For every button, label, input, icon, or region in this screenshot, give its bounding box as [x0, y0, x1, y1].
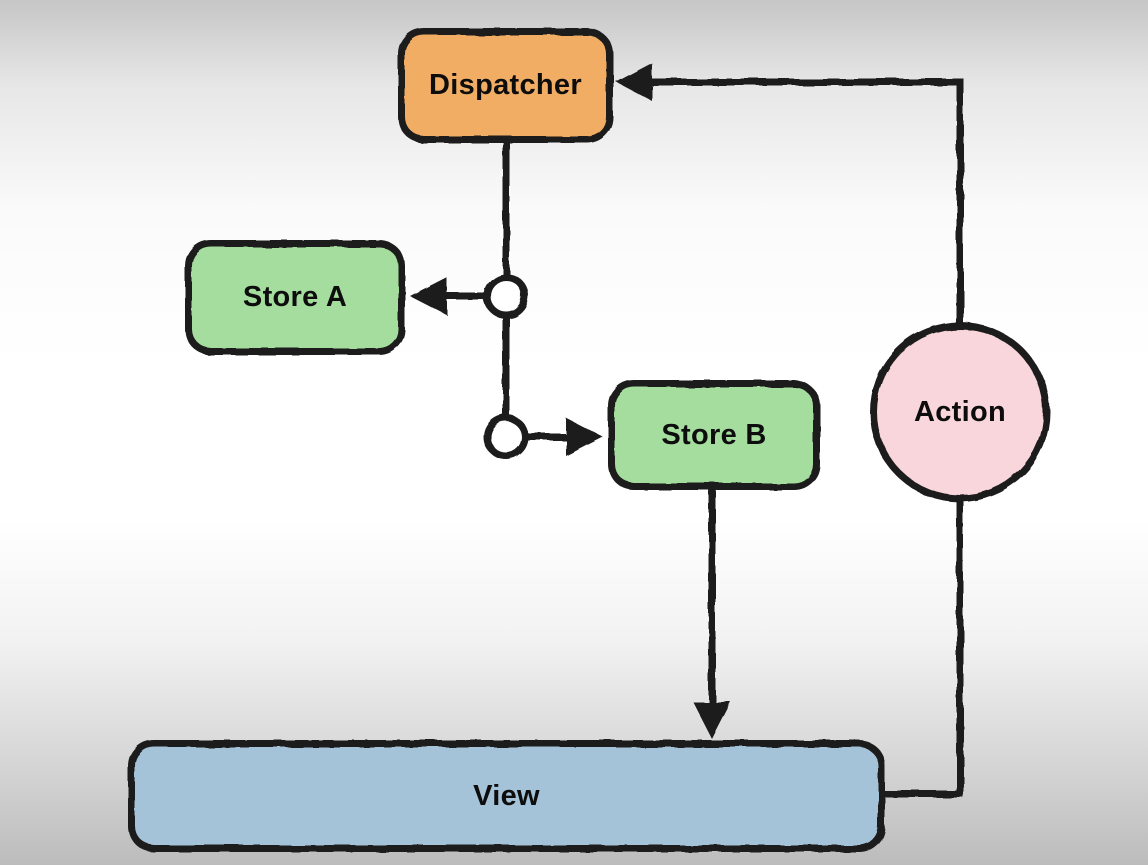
arrowhead-store-b: [566, 418, 603, 456]
dispatcher-label: Dispatcher: [429, 69, 582, 101]
junction-2: [483, 414, 529, 460]
arrowhead-dispatcher: [616, 63, 652, 101]
store-b-node: Store B: [608, 380, 820, 490]
store-b-label: Store B: [661, 418, 767, 451]
view-shape: [128, 740, 885, 852]
action-node: Action: [870, 322, 1050, 502]
dispatcher-shape: [398, 28, 613, 143]
junction-1: [483, 273, 529, 319]
action-label: Action: [913, 395, 1006, 428]
store-b-shape: [608, 380, 820, 490]
store-a-shape: [185, 240, 405, 355]
view-label: View: [473, 779, 540, 812]
dispatcher-node: Dispatcher: [398, 28, 613, 143]
arrowhead-view: [693, 702, 731, 739]
action-shape: [870, 322, 1050, 502]
store-a-label: Store A: [242, 281, 348, 313]
arrowhead-store-a: [410, 277, 447, 315]
store-a-node: Store A: [185, 240, 405, 355]
view-node: View: [128, 740, 885, 852]
